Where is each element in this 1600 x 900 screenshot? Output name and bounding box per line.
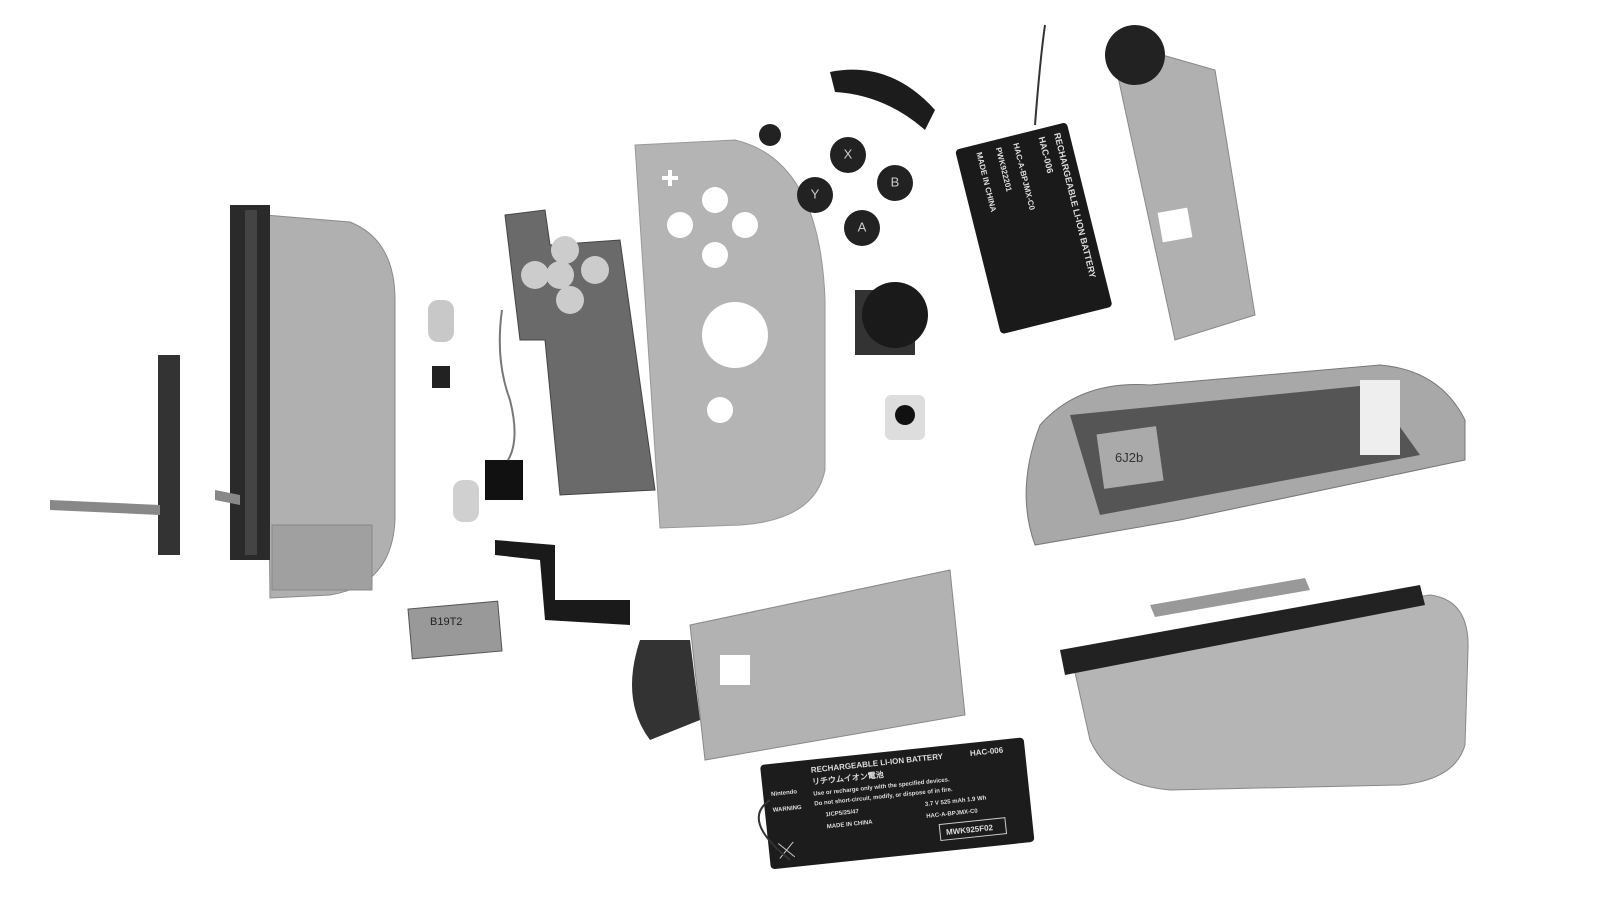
face-buttons: X Y B A xyxy=(759,124,913,246)
battery-origin: MADE IN CHINA xyxy=(827,819,874,830)
battery-bottom-wire xyxy=(757,799,791,861)
button-y: Y xyxy=(811,186,820,201)
front-faceplate xyxy=(634,139,826,529)
main-pcb xyxy=(504,209,656,496)
button-b: B xyxy=(891,174,900,189)
r-trigger xyxy=(830,69,935,130)
ribbon-cable xyxy=(215,490,240,505)
hd-rumble-motor: B19T2 xyxy=(407,600,503,660)
trigger-flex-assembly xyxy=(495,540,630,625)
battery-cell: 1ICP5/25/47 xyxy=(825,809,859,819)
button-a: A xyxy=(858,219,867,234)
battery-part: HAC-A-BPJMX-C0 xyxy=(926,808,979,819)
plus-symbol-icon xyxy=(662,170,678,186)
side-rail xyxy=(230,205,270,560)
rear-frame-top xyxy=(1105,25,1256,341)
rumble-label: B19T2 xyxy=(430,616,462,628)
battery-model: HAC-006 xyxy=(969,745,1004,757)
plus-button xyxy=(759,124,781,146)
rear-shell xyxy=(1060,585,1469,791)
battery-warning: WARNING xyxy=(773,805,803,814)
right-joycon-assembly: 6J2b xyxy=(1025,364,1466,546)
serial-box xyxy=(938,817,1008,842)
chip-label: 6J2b xyxy=(1115,450,1143,465)
battery-top: RECHARGEABLE LI-ION BATTERY HAC-006 HAC-… xyxy=(955,123,1112,334)
rear-frame-bottom xyxy=(632,569,966,761)
antenna-wire xyxy=(498,309,516,461)
battery-bottom: RECHARGEABLE LI-ION BATTERY HAC-006 リチウム… xyxy=(760,737,1035,870)
nfc-antenna xyxy=(485,460,523,500)
button-x: X xyxy=(844,146,853,161)
left-shell xyxy=(264,214,396,599)
battery-brand: Nintendo xyxy=(771,789,798,798)
capture-button xyxy=(432,366,450,388)
sl-sr-button-strip xyxy=(50,355,180,555)
rail-strip xyxy=(1150,578,1310,617)
minus-button xyxy=(428,300,454,342)
home-button-cap xyxy=(895,405,915,425)
battery-wire xyxy=(1034,24,1046,126)
sl-button xyxy=(453,480,479,522)
joystick-module xyxy=(855,282,928,355)
recycle-bin-crossed-icon xyxy=(777,841,796,859)
